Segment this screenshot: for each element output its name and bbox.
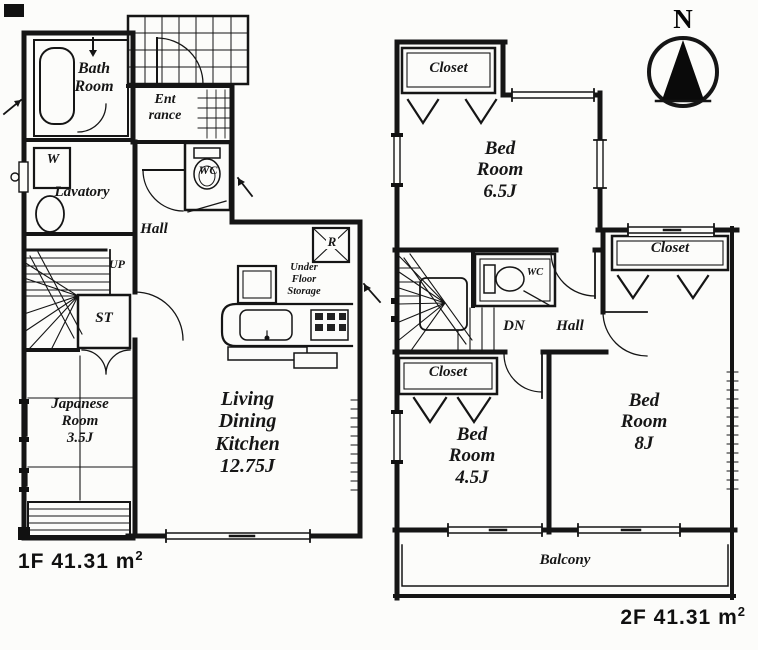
floor2-plan [391,39,740,601]
balcony-rail [401,544,729,587]
room-label-lavatory: Lavatory [54,184,110,200]
fridge-label: R [325,234,339,249]
room-label-st: ST [95,310,113,326]
north-label: N [673,4,693,34]
ldk-door-arc [134,291,184,341]
compass-icon [647,36,719,108]
room-label-hall1: Hall [140,221,168,237]
hall-door-arc [142,169,184,212]
room-label-closet-left: Closet [428,364,468,380]
floor2-area-label: 2F 41.31 m2 [620,604,745,629]
wall-corner [18,527,30,540]
wc-door-slash [523,290,550,306]
stairs-up-label: UP [109,257,125,271]
bedroom8-door-arc [602,311,648,357]
closet-left [397,356,499,424]
wc1-fixtures [183,141,232,213]
wall-ticks [726,371,739,490]
bedroom65-door-arc [550,251,596,299]
bath-door-arc [77,103,107,133]
under-floor-storage-icon [236,264,278,305]
room-label-closet-top: Closet [429,60,468,76]
toilet-icon [193,158,221,190]
closet-door-marks [412,396,492,424]
closet-top [400,46,498,126]
sliding-window [19,399,29,492]
sliding-window [577,523,681,537]
vent-arrow-icon [2,98,23,116]
vent-arrow-icon [362,282,382,304]
room-label-wc2: WC [526,267,544,278]
bedroom45-door-arc [503,353,543,399]
toilet-tank [483,264,496,294]
sink-icon [239,309,293,341]
toilet-tank [193,147,221,159]
sliding-window [593,139,607,189]
stairs-2f [391,253,495,353]
wc2-fixtures [473,252,557,308]
stove-icon [310,309,349,341]
entrance-tiles [197,89,231,139]
storage-closet [76,293,132,375]
washing-machine-box [32,146,72,190]
wall [394,39,508,601]
floor1-plan [2,14,382,543]
window [18,161,29,193]
room-label-closet-right: Closet [650,240,690,256]
sliding-window [627,223,715,237]
closet-door-marks [616,274,710,300]
sliding-window [391,133,403,187]
double-door-arcs [81,349,131,375]
bathroom-fixtures [33,37,129,137]
sliding-window [511,88,595,102]
washer-label: W [46,152,60,167]
bathtub-icon [39,47,75,125]
vent-arrow-icon [236,176,254,198]
sliding-window [391,410,403,464]
front-door-arc [156,37,204,85]
washbasin-icon [35,195,65,233]
sliding-window [447,523,543,537]
stairs-down-label: DN [503,318,525,334]
sliding-window [165,529,311,543]
toilet-icon [495,266,525,292]
kitchen-counter [220,302,354,369]
closet-door-marks [406,98,498,126]
room-label-hall2: Hall [556,318,584,334]
wall-ticks [350,399,363,491]
lavatory-fixtures [10,146,72,233]
room-label-wc1: WC [198,163,218,177]
wc-door-slash [187,200,227,213]
stairs-1f [23,249,111,349]
scan-artifact [4,4,24,17]
floor1-area-label: 1F 41.31 m2 [18,548,143,573]
wall [21,30,136,541]
vent-icon [10,172,20,182]
room-label-balcony: Balcony [539,552,591,568]
tatami-grid [27,355,134,537]
